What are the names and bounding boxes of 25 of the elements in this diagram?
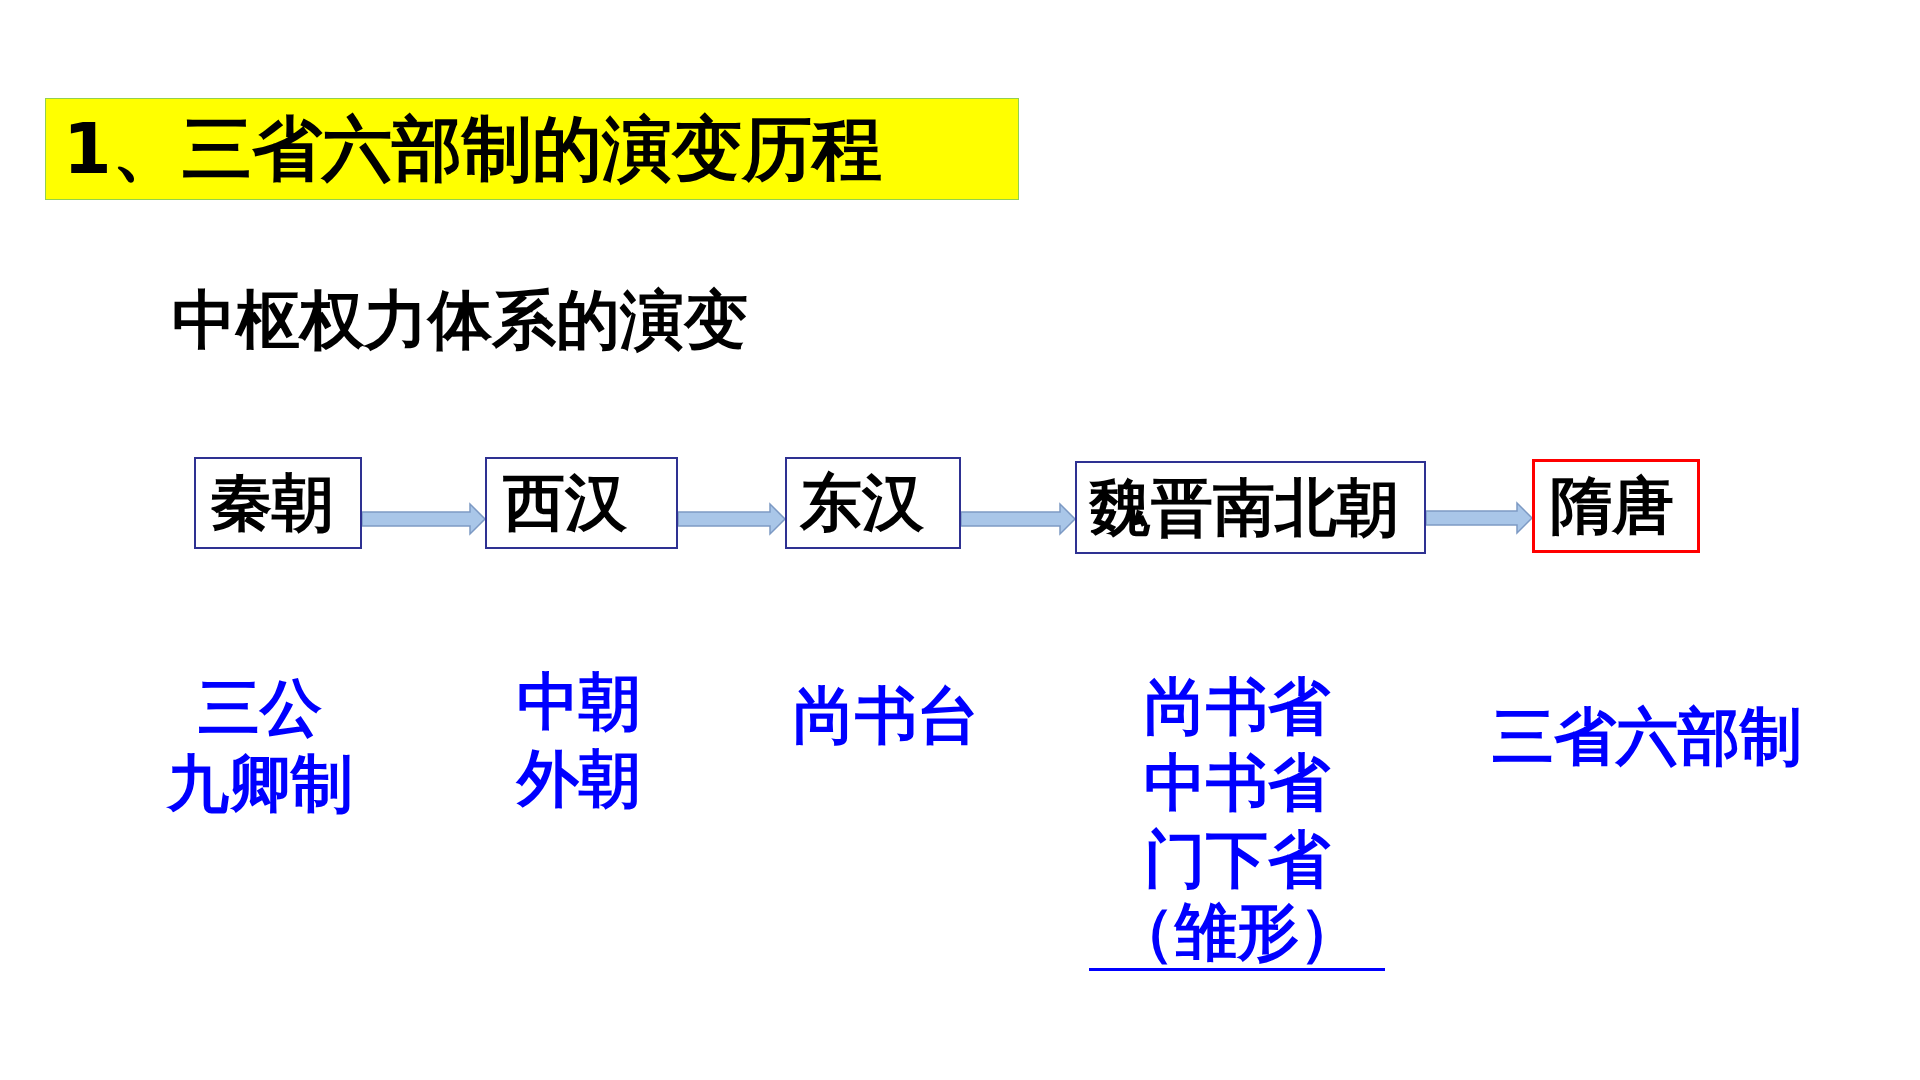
institution-text: 门下省: [1144, 822, 1330, 898]
period-name: 魏晋南北朝: [1089, 472, 1399, 543]
institution-text: 尚书台: [793, 678, 979, 754]
period-box: [194, 457, 362, 549]
institution-text: 三公九卿制: [167, 670, 353, 822]
period-name: 隋唐: [1550, 471, 1674, 541]
period-name: 秦朝: [210, 468, 334, 538]
block-arrow: [1425, 501, 1534, 535]
period-box: [485, 457, 678, 549]
period-name: 西汉: [503, 468, 627, 538]
period-box: [785, 457, 961, 549]
block-arrow: [361, 502, 487, 536]
period-box: [1075, 461, 1426, 554]
block-arrow: [960, 502, 1077, 536]
institution-text: 中书省: [1144, 745, 1330, 821]
institution-text: 中朝: [517, 664, 641, 740]
period-name: 东汉: [800, 468, 924, 538]
institution-text: （雏形）: [1089, 896, 1385, 971]
block-arrow: [677, 502, 787, 536]
institution-text: 尚书省: [1144, 669, 1330, 745]
subtitle: 中枢权力体系的演变: [172, 282, 748, 359]
title-banner: 1、三省六部制的演变历程: [45, 98, 1019, 200]
period-box: [1532, 459, 1700, 553]
institution-text: 三省六部制: [1492, 699, 1802, 775]
institution-text: 外朝: [517, 741, 641, 817]
